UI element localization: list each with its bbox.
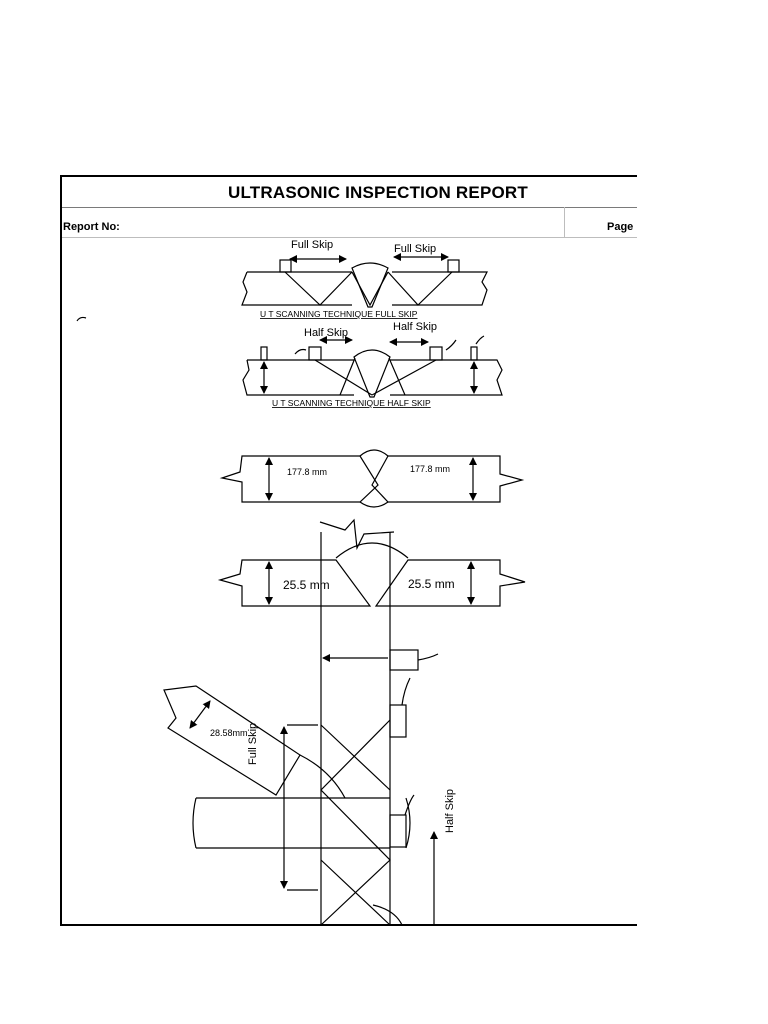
butt-weld-figure-1: 177.8 mm 177.8 mm	[219, 449, 525, 508]
margin-mark	[76, 316, 87, 322]
half-skip-left-label: Half Skip	[304, 327, 348, 339]
report-frame	[60, 175, 637, 926]
header-row-divider	[62, 237, 637, 238]
header-divider	[62, 207, 637, 208]
thickness-left-1: 177.8 mm	[287, 467, 327, 477]
page-label: Page	[607, 221, 634, 233]
branch-thickness-label: 28.58mm	[210, 728, 248, 738]
thickness-right-1: 177.8 mm	[410, 464, 450, 474]
half-skip-caption: U T SCANNING TECHNIQUE HALF SKIP	[272, 398, 431, 408]
full-skip-figure: Full Skip Full Skip U T SCANNING TECHNIQ…	[241, 239, 488, 319]
butt-weld-figure-2: 25.5 mm 25.5 mm	[217, 518, 526, 607]
header-column-divider	[564, 207, 565, 237]
branch-half-skip-label: Half Skip	[444, 789, 456, 833]
half-skip-figure: Half Skip Half Skip U T SCANNING TECHNIQ…	[242, 321, 503, 408]
thickness-right-2: 25.5 mm	[408, 577, 455, 591]
full-skip-right-label: Full Skip	[394, 243, 436, 255]
branch-full-skip-label: Full Skip	[247, 723, 259, 765]
report-no-label: Report No:	[63, 221, 120, 233]
report-title: ULTRASONIC INSPECTION REPORT	[228, 183, 528, 202]
branch-connection-figure: 28.58mm Full Skip Half Skip	[163, 532, 456, 926]
full-skip-caption: U T SCANNING TECHNIQUE FULL SKIP	[260, 309, 418, 319]
full-skip-left-label: Full Skip	[291, 239, 333, 251]
half-skip-right-label: Half Skip	[393, 321, 437, 333]
thickness-left-2: 25.5 mm	[283, 578, 330, 592]
